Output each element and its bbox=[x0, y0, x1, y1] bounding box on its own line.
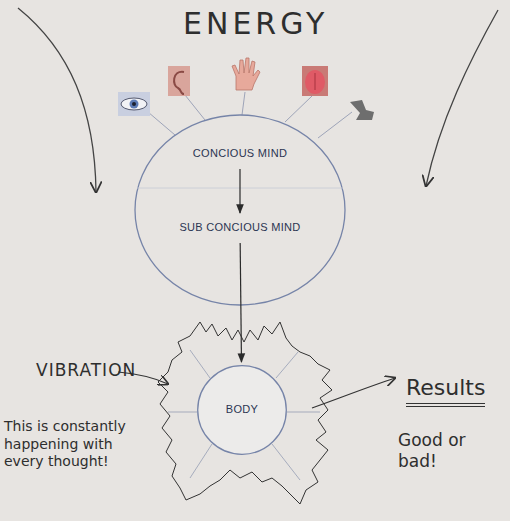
curved-arrow bbox=[18, 8, 96, 192]
eye-icon bbox=[118, 92, 150, 116]
ear-icon bbox=[168, 66, 190, 96]
body-circle: BODY bbox=[197, 365, 287, 455]
node-text: BODY bbox=[226, 403, 258, 416]
heading-note: Results bbox=[406, 374, 485, 407]
nose-icon bbox=[350, 100, 374, 120]
mind-part: SUB CONCIOUS MIND bbox=[150, 216, 330, 240]
mind-circle bbox=[135, 115, 345, 305]
tongue-icon bbox=[302, 66, 328, 96]
leader-arrow bbox=[312, 378, 395, 408]
vibration-outline bbox=[158, 322, 332, 504]
node-text: SUB CONCIOUS MIND bbox=[179, 221, 300, 234]
mind-divider bbox=[137, 188, 343, 189]
flow-arrow bbox=[240, 243, 241, 362]
mind-part: CONCIOUS MIND bbox=[150, 142, 330, 166]
node-text: CONCIOUS MIND bbox=[193, 147, 287, 160]
handwritten-note: This is constantly happening with every … bbox=[4, 418, 132, 471]
handwritten-note: VIBRATION bbox=[36, 360, 136, 381]
flow-arrow bbox=[239, 169, 240, 213]
handwritten-note: Good or bad! bbox=[398, 430, 508, 473]
body-rays bbox=[168, 350, 320, 480]
curved-arrow bbox=[426, 10, 498, 186]
hand-icon bbox=[232, 58, 260, 90]
diagram-title: ENERGY bbox=[183, 6, 328, 41]
